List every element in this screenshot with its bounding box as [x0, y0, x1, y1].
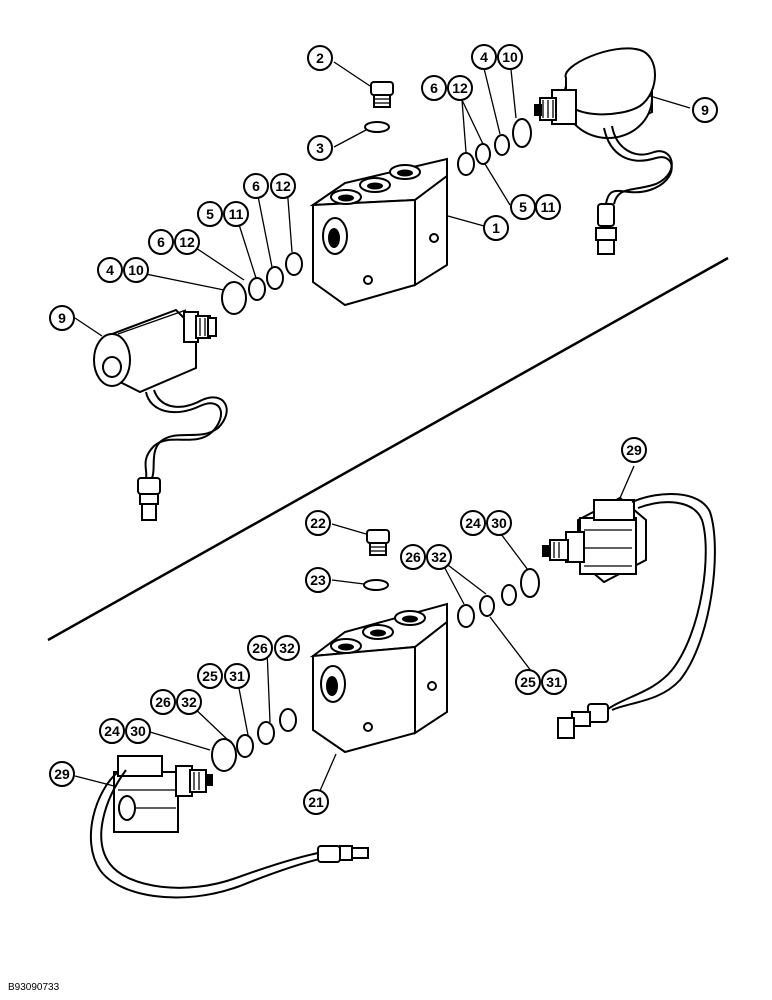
svg-text:26: 26	[252, 640, 268, 656]
svg-text:9: 9	[58, 310, 66, 326]
svg-text:30: 30	[491, 515, 507, 531]
callout-2: 2	[307, 45, 333, 71]
callout-23: 23	[305, 567, 331, 593]
callout-4: 4	[471, 44, 497, 70]
divider-line	[47, 256, 729, 642]
svg-text:31: 31	[546, 674, 562, 690]
callout-9: 9	[692, 97, 718, 123]
svg-text:24: 24	[104, 723, 120, 739]
svg-text:23: 23	[310, 572, 326, 588]
callout-22: 22	[305, 510, 331, 536]
svg-text:32: 32	[431, 549, 447, 565]
callout-6: 6	[421, 75, 447, 101]
svg-text:6: 6	[157, 234, 165, 250]
valve-block-lower	[309, 602, 448, 754]
upper-right-rings	[457, 118, 532, 176]
callout-32: 32	[426, 544, 452, 570]
svg-text:21: 21	[308, 794, 324, 810]
svg-text:4: 4	[106, 262, 114, 278]
svg-text:4: 4	[480, 49, 488, 65]
svg-text:6: 6	[430, 80, 438, 96]
svg-text:12: 12	[275, 178, 291, 194]
svg-text:30: 30	[130, 723, 146, 739]
lower-right-rings	[457, 568, 540, 628]
solenoid-lower-right	[542, 493, 716, 739]
callout-26: 26	[247, 635, 273, 661]
callout-11: 11	[535, 194, 561, 220]
callout-26: 26	[150, 689, 176, 715]
callout-32: 32	[176, 689, 202, 715]
valve-block-upper	[309, 157, 448, 307]
seal-upper	[364, 121, 390, 133]
callout-32: 32	[274, 635, 300, 661]
svg-text:5: 5	[519, 199, 527, 215]
callout-12: 12	[447, 75, 473, 101]
callout-29: 29	[621, 437, 647, 463]
svg-text:11: 11	[229, 206, 244, 222]
upper-left-rings	[221, 252, 303, 315]
svg-text:31: 31	[229, 668, 245, 684]
svg-text:1: 1	[492, 220, 500, 236]
svg-text:5: 5	[206, 206, 214, 222]
callout-29: 29	[49, 761, 75, 787]
svg-text:29: 29	[54, 766, 70, 782]
svg-text:24: 24	[465, 515, 481, 531]
callout-21: 21	[303, 789, 329, 815]
callout-25: 25	[197, 663, 223, 689]
callout-11: 11	[223, 201, 249, 227]
callout-24: 24	[99, 718, 125, 744]
svg-text:12: 12	[452, 80, 468, 96]
svg-text:6: 6	[252, 178, 260, 194]
svg-text:32: 32	[279, 640, 295, 656]
svg-text:32: 32	[181, 694, 197, 710]
figure-code: B93090733	[8, 982, 60, 993]
svg-text:3: 3	[316, 140, 324, 156]
callout-5: 5	[510, 194, 536, 220]
svg-text:25: 25	[520, 674, 536, 690]
callout-30: 30	[486, 510, 512, 536]
callout-9: 9	[49, 305, 75, 331]
callout-5: 5	[197, 201, 223, 227]
callout-3: 3	[307, 135, 333, 161]
svg-text:22: 22	[310, 515, 326, 531]
svg-text:10: 10	[502, 49, 518, 65]
callout-30: 30	[125, 718, 151, 744]
svg-text:11: 11	[541, 199, 556, 215]
callout-12: 12	[174, 229, 200, 255]
callout-24: 24	[460, 510, 486, 536]
callout-25: 25	[515, 669, 541, 695]
svg-text:25: 25	[202, 668, 218, 684]
svg-text:26: 26	[155, 694, 171, 710]
callout-26: 26	[400, 544, 426, 570]
callout-10: 10	[497, 44, 523, 70]
solenoid-upper-left	[93, 308, 228, 521]
seal-lower	[363, 579, 389, 591]
callout-1: 1	[483, 215, 509, 241]
solenoid-lower-left	[90, 755, 369, 899]
plug-lower	[366, 529, 390, 556]
svg-text:29: 29	[626, 442, 642, 458]
solenoid-upper-right	[534, 47, 673, 255]
lower-left-rings	[211, 708, 297, 772]
svg-text:10: 10	[128, 262, 144, 278]
svg-text:9: 9	[701, 102, 709, 118]
callout-31: 31	[541, 669, 567, 695]
svg-text:2: 2	[316, 50, 324, 66]
plug-upper	[370, 81, 394, 108]
callout-6: 6	[148, 229, 174, 255]
callout-10: 10	[123, 257, 149, 283]
svg-text:12: 12	[179, 234, 195, 250]
svg-text:26: 26	[405, 549, 421, 565]
callout-12: 12	[270, 173, 296, 199]
callout-4: 4	[97, 257, 123, 283]
callout-6: 6	[243, 173, 269, 199]
callout-31: 31	[224, 663, 250, 689]
